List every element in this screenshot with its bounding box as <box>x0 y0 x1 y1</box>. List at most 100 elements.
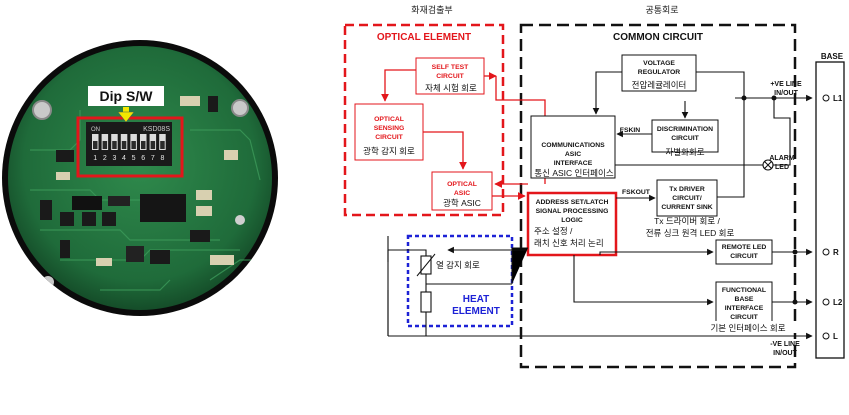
dip-knob-8 <box>160 141 165 149</box>
comm-label-ko: 통신 ASIC 인터페이스 <box>534 168 613 178</box>
communications-block: COMMUNICATIONS ASIC INTERFACE 통신 ASIC 인터… <box>530 115 616 179</box>
common-wiring <box>387 71 813 340</box>
vreg-label-1: VOLTAGE <box>643 60 675 67</box>
heat-element-title-2: ELEMENT <box>452 306 500 317</box>
alarm-led-label-1: ALARM <box>769 155 794 162</box>
dip-number-3: 3 <box>112 155 116 162</box>
voltage-regulator-block: VOLTAGE REGULATOR 전압레귤레이터 <box>621 54 697 92</box>
base-panel <box>815 61 845 359</box>
address-logic-block: ADDRESS SET/LATCH SIGNAL PROCESSING LOGI… <box>526 191 618 257</box>
dip-knob-1 <box>93 141 98 149</box>
dip-number-7: 7 <box>151 155 155 162</box>
optical-asic-block: OPTICAL ASIC 광학 ASIC <box>431 171 493 211</box>
dip-highlight-box <box>76 116 184 178</box>
dip-label: Dip S/W <box>100 88 154 104</box>
ve-plus-label-2: IN/OUT <box>774 90 798 97</box>
alarm-led-label-2: LED <box>775 164 789 171</box>
heat-sensor-label: 열 감지 회로 <box>436 260 480 270</box>
disc-label-1: DISCRIMINATION <box>657 126 713 133</box>
self-test-label-2: CIRCUIT <box>436 73 464 80</box>
tx-label-3: CURRENT SINK <box>661 204 712 211</box>
comm-label-3: INTERFACE <box>554 160 593 167</box>
alarm-led-icon <box>762 159 774 171</box>
dip-number-6: 6 <box>141 155 145 162</box>
remote-led-label-1: REMOTE LED <box>722 244 767 251</box>
func-label-1: FUNCTIONAL <box>722 287 766 294</box>
vreg-label-2: REGULATOR <box>638 69 681 76</box>
ve-minus-label-2: IN/OUT <box>773 350 797 357</box>
optical-sensing-label-1: OPTICAL <box>374 116 404 123</box>
optical-element-title: OPTICAL ELEMENT <box>377 32 471 43</box>
optical-sensing-label-ko: 광학 감지 회로 <box>363 146 415 156</box>
terminal-r: R <box>833 248 839 257</box>
optical-sensing-block: OPTICAL SENSING CIRCUIT 광학 감지 회로 <box>354 103 424 161</box>
fskin-label: FSKIN <box>620 127 640 134</box>
tx-label-1: Tx DRIVER <box>669 186 705 193</box>
fskout-label: FSKOUT <box>622 189 651 196</box>
comm-label-1: COMMUNICATIONS <box>541 142 605 149</box>
dip-number-4: 4 <box>122 155 126 162</box>
ve-plus-label-1: +VE LINE <box>770 81 802 88</box>
optical-asic-label-1: OPTICAL <box>447 181 477 188</box>
resistor-icon <box>420 291 432 313</box>
func-label-3: INTERFACE <box>725 305 764 312</box>
func-label-4: CIRCUIT <box>730 314 758 321</box>
dip-on-label: ON <box>91 127 100 133</box>
dip-keys <box>92 134 166 150</box>
func-label-2: BASE <box>735 296 754 303</box>
common-circuit-title: COMMON CIRCUIT <box>613 32 703 43</box>
discrimination-block: DISCRIMINATION CIRCUIT 자별화회로 <box>651 119 719 157</box>
dip-knob-6 <box>141 141 146 149</box>
tx-label-ko-1: Tx 드라이버 회로 / <box>654 216 720 226</box>
common-circuit-region <box>519 23 797 369</box>
self-test-label-ko: 자체 시험 회로 <box>425 83 477 93</box>
optical-sensing-label-3: CIRCUIT <box>375 134 403 141</box>
dip-number-8: 8 <box>160 155 164 162</box>
dip-knob-5 <box>131 141 136 149</box>
optical-asic-label-2: ASIC <box>454 190 470 197</box>
disc-label-2: CIRCUIT <box>671 135 699 142</box>
addr-label-3: LOGIC <box>561 217 583 224</box>
dip-number-2: 2 <box>103 155 107 162</box>
dip-chip-label: KSD08S <box>143 126 170 133</box>
addr-label-ko-1: 주소 설정 / <box>534 226 573 236</box>
func-label-ko: 기본 인터페이스 회로 <box>710 323 785 333</box>
disc-label-ko: 자별화회로 <box>665 147 704 157</box>
self-test-block: SELF TEST CIRCUIT 자체 시험 회로 <box>415 57 485 95</box>
heat-circuit: 열 감지 회로 <box>387 246 528 336</box>
terminal-l: L <box>833 332 838 341</box>
dip-arrow-head-icon <box>117 111 135 123</box>
addr-label-ko-2: 래치 신호 처리 논리 <box>534 238 604 248</box>
dip-number-5: 5 <box>132 155 136 162</box>
optical-sensing-label-2: SENSING <box>374 125 405 132</box>
optical-element-region <box>343 23 505 217</box>
dip-knob-3 <box>112 141 117 149</box>
terminal-l1: L1 <box>833 94 843 103</box>
dip-knob-7 <box>150 141 156 149</box>
tx-label-2: CIRCUIT/ <box>672 195 702 202</box>
remote-led-label-2: CIRCUIT <box>730 253 758 260</box>
dip-knob-2 <box>102 141 108 149</box>
tx-driver-block: Tx DRIVER CIRCUIT/ CURRENT SINK Tx 드라이버 … <box>646 179 735 238</box>
dip-label-bg <box>88 86 164 106</box>
ve-minus-label-1: -VE LINE <box>770 341 800 348</box>
remote-led-block: REMOTE LED CIRCUIT <box>715 239 773 265</box>
dip-knob-4 <box>121 141 127 149</box>
optical-asic-label-ko: 광학 ASIC <box>443 198 481 208</box>
fire-detector-header: 화재검출부 <box>411 4 452 15</box>
addr-label-1: ADDRESS SET/LATCH <box>536 199 609 206</box>
terminal-l2: L2 <box>833 298 843 307</box>
functional-base-block: FUNCTIONAL BASE INTERFACE CIRCUIT 기본 인터페… <box>706 281 798 333</box>
base-title: BASE <box>821 52 844 61</box>
addr-label-2: SIGNAL PROCESSING <box>536 208 609 215</box>
comm-label-2: ASIC <box>565 151 581 158</box>
heat-element-title-1: HEAT <box>463 294 489 305</box>
vreg-label-ko: 전압레귤레이터 <box>632 80 687 90</box>
self-test-label-1: SELF TEST <box>432 64 469 71</box>
tx-label-ko-2: 전류 싱크 원격 LED 회로 <box>646 228 735 238</box>
